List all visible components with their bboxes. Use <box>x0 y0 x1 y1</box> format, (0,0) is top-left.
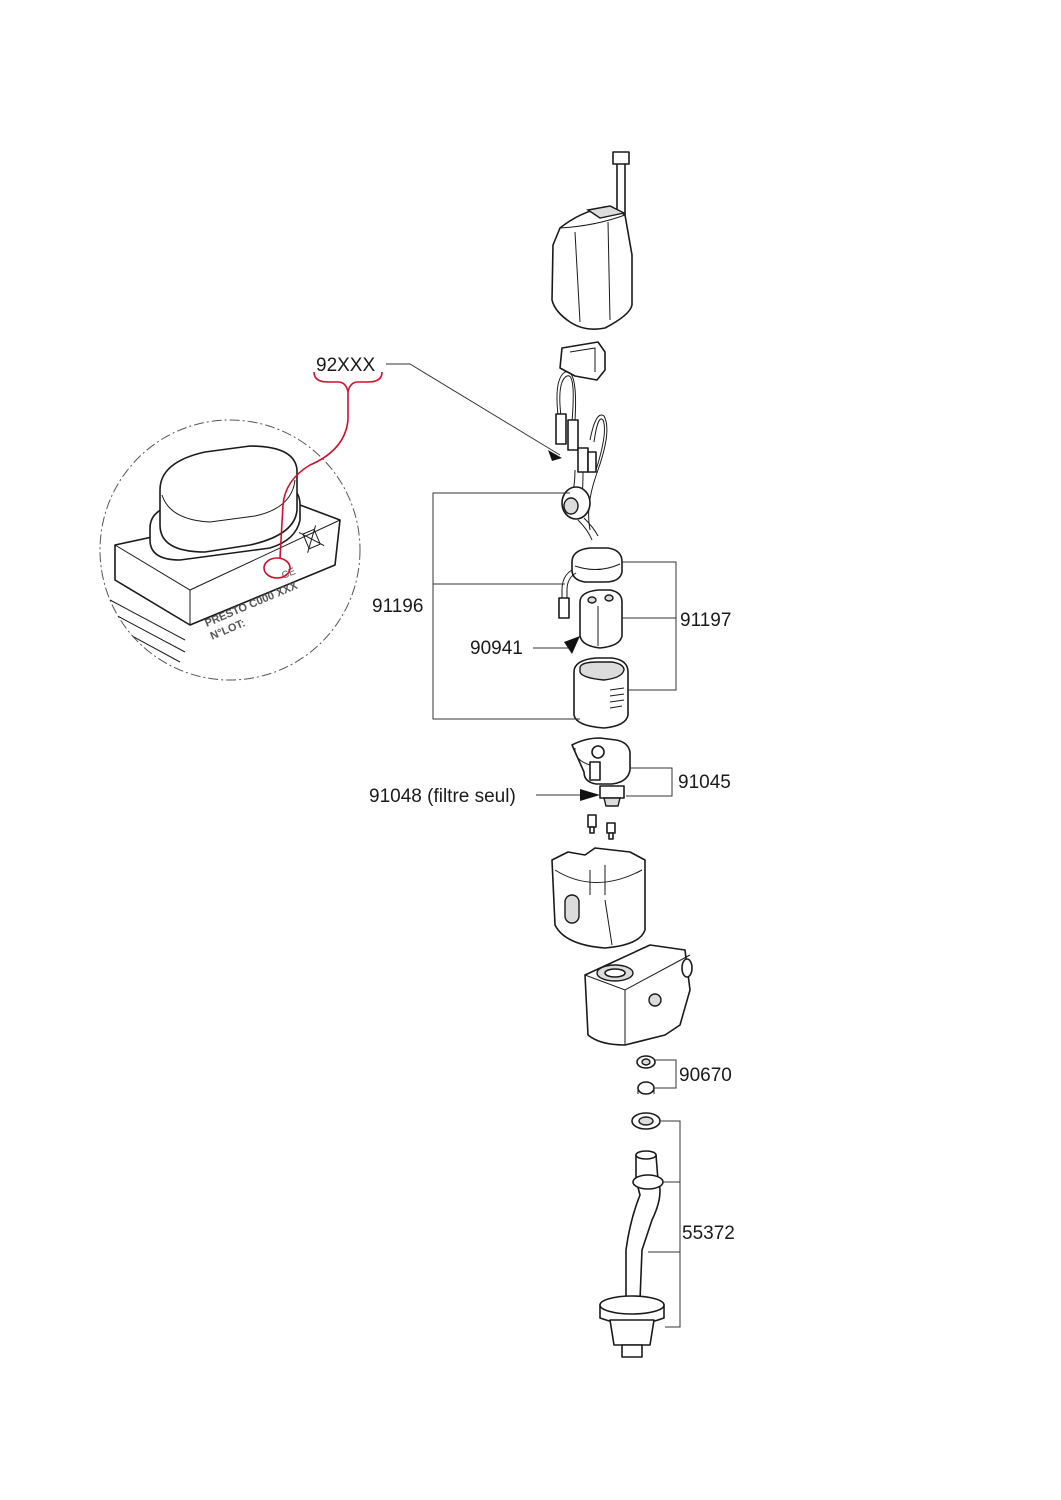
label-91045: 91045 <box>678 772 731 793</box>
antenna-screw <box>612 151 630 216</box>
solenoid-valve <box>571 737 631 807</box>
top-cover <box>551 205 633 330</box>
label-90941: 90941 <box>470 638 523 659</box>
cable-harness <box>555 371 608 541</box>
detail-circle <box>99 419 361 681</box>
reference-brace <box>279 371 383 559</box>
label-91197: 91197 <box>680 610 731 631</box>
battery <box>573 657 629 729</box>
highlight-circle <box>263 557 291 579</box>
ce-mark: CE <box>280 566 297 582</box>
label-55372: 55372 <box>682 1223 735 1244</box>
label-91048: 91048 (filtre seul) <box>369 786 516 807</box>
nut-and-ring <box>636 1055 656 1095</box>
clip-bracket <box>559 341 606 381</box>
supply-pipe <box>599 1112 665 1358</box>
housing <box>551 847 646 949</box>
mounting-screws <box>587 814 616 840</box>
label-92xxx: 92XXX <box>316 355 375 376</box>
sensor-cap <box>558 547 623 619</box>
battery-holder <box>579 589 623 649</box>
crossed-bin-icon <box>298 525 325 553</box>
leaders <box>386 363 681 1328</box>
label-91196: 91196 <box>372 596 423 617</box>
label-90670: 90670 <box>679 1065 732 1086</box>
valve-body <box>584 944 693 1046</box>
